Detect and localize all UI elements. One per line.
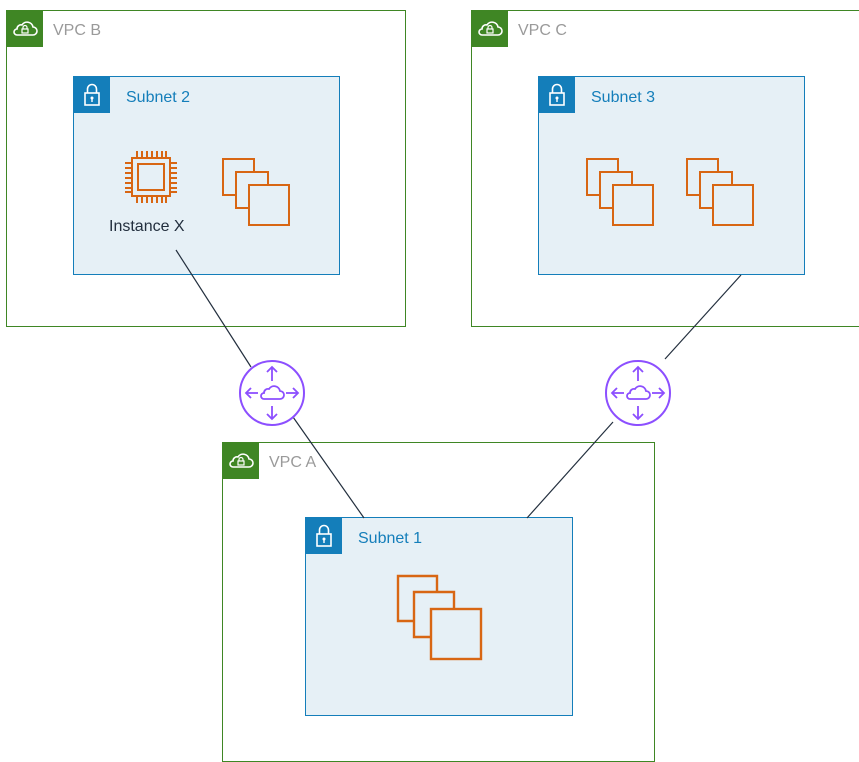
vpc-label: VPC B	[53, 22, 102, 39]
subnet-3: Subnet 3	[538, 76, 805, 275]
subnet-label: Subnet 3	[591, 89, 656, 106]
vpc-cloud-icon	[7, 11, 43, 47]
subnet-1: Subnet 1	[305, 517, 573, 716]
vpc-cloud-icon	[223, 443, 259, 479]
subnet-label: Subnet 1	[358, 530, 423, 547]
subnet-label: Subnet 2	[126, 89, 191, 106]
peering-connection-icon	[239, 360, 305, 426]
instances-stack-icon	[686, 158, 754, 226]
instances-stack-icon	[586, 158, 654, 226]
instances-stack-icon	[222, 158, 290, 226]
padlock-icon	[539, 77, 575, 113]
peering-connection-icon	[605, 360, 671, 426]
ec2-chip-icon	[125, 151, 177, 203]
padlock-icon	[74, 77, 110, 113]
vpc-label: VPC C	[518, 22, 567, 39]
vpc-cloud-icon	[472, 11, 508, 47]
subnet-2: Subnet 2	[73, 76, 340, 275]
instances-stack-icon	[396, 574, 483, 661]
padlock-icon	[306, 518, 342, 554]
instance-label: Instance X	[109, 218, 185, 235]
vpc-label: VPC A	[269, 454, 317, 471]
